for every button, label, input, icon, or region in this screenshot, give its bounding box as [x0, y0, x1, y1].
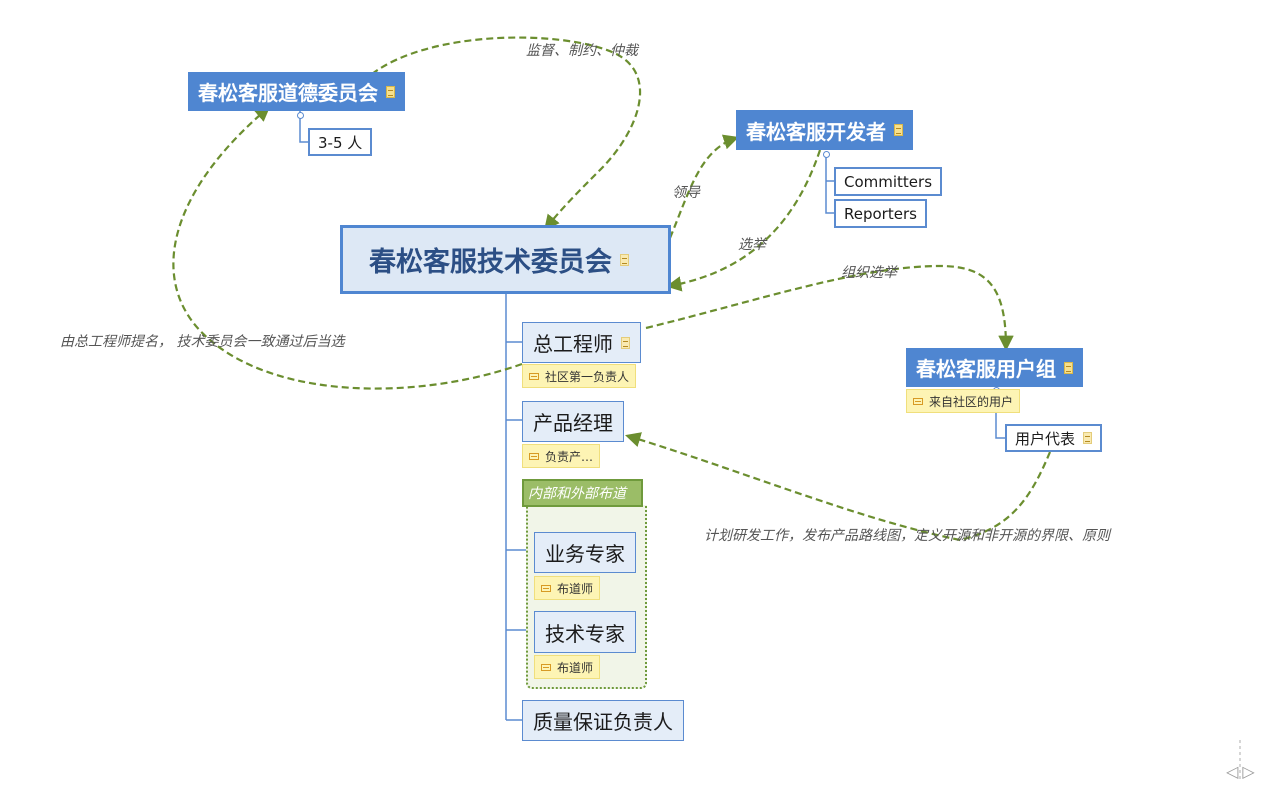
business-expert-node[interactable]: 业务专家: [534, 532, 636, 573]
product-manager-note-text: 负责产…: [545, 449, 594, 464]
tech-expert-label: 技术专家: [545, 621, 625, 646]
relation-label-organize-elect[interactable]: 组织选举: [841, 265, 897, 281]
relation-nominate: [172, 106, 523, 390]
relation-label-supervise[interactable]: 监督、制约、仲裁: [526, 43, 638, 59]
chief-engineer-note-text: 社区第一负责人: [545, 369, 630, 384]
product-manager-label: 产品经理: [533, 411, 613, 435]
relation-curves: [172, 36, 1052, 542]
user-group-note: 来自社区的用户: [906, 389, 1021, 413]
reporters-node[interactable]: Reporters: [834, 199, 927, 228]
developers-label: 春松客服开发者: [746, 119, 886, 144]
nav-next-icon[interactable]: ▷: [1242, 762, 1259, 781]
note-icon: [913, 397, 923, 405]
relation-label-elect[interactable]: 选举: [738, 237, 766, 253]
tree-connectors: [299, 110, 1005, 721]
page-navigation: ◁▷: [1226, 762, 1259, 781]
ethics-committee-label: 春松客服道德委员会: [198, 81, 378, 105]
document-icon[interactable]: [894, 124, 903, 136]
qa-lead-node[interactable]: 质量保证负责人: [522, 700, 684, 741]
user-representative-label: 用户代表: [1015, 429, 1076, 448]
note-icon: [529, 372, 539, 380]
ethics-member-count-label: 3-5 人: [318, 133, 363, 152]
collapse-toggle-developers[interactable]: [823, 151, 830, 158]
product-manager-note: 负责产…: [522, 444, 601, 468]
relation-plan: [625, 432, 1052, 542]
business-expert-label: 业务专家: [545, 542, 625, 566]
root-label: 春松客服技术委员会: [369, 247, 612, 278]
chief-engineer-note: 社区第一负责人: [522, 364, 637, 388]
ethics-committee-node[interactable]: 春松客服道德委员会: [188, 72, 405, 111]
tech-expert-note: 布道师: [534, 655, 601, 679]
note-icon: [529, 452, 539, 460]
qa-lead-label: 质量保证负责人: [533, 710, 673, 734]
relation-label-nominate[interactable]: 由总工程师提名， 技术委员会一致通过后当选: [60, 334, 345, 350]
relation-lead: [668, 134, 739, 239]
developers-node[interactable]: 春松客服开发者: [736, 110, 913, 150]
relation-elect: [665, 149, 822, 292]
document-icon[interactable]: [621, 336, 630, 349]
product-manager-node[interactable]: 产品经理: [522, 401, 624, 442]
relation-organize-elect: [645, 264, 1014, 352]
relation-label-plan[interactable]: 计划研发工作，发布产品路线图，定义开源和非开源的界限、原则: [704, 528, 1110, 544]
business-expert-note-text: 布道师: [557, 581, 594, 596]
user-group-node[interactable]: 春松客服用户组: [906, 348, 1083, 387]
document-icon[interactable]: [1064, 361, 1073, 374]
tech-expert-note-text: 布道师: [557, 660, 594, 675]
tech-expert-node[interactable]: 技术专家: [534, 611, 636, 653]
reporters-label: Reporters: [844, 204, 917, 223]
committers-label: Committers: [844, 172, 933, 191]
document-icon[interactable]: [1083, 432, 1093, 444]
chief-engineer-node[interactable]: 总工程师: [522, 322, 641, 363]
note-icon: [541, 663, 551, 671]
evangelism-group-label[interactable]: 内部和外部布道: [522, 479, 643, 507]
relation-supervise: [371, 36, 642, 231]
ethics-member-count-node[interactable]: 3-5 人: [308, 128, 373, 156]
root-node[interactable]: 春松客服技术委员会: [340, 225, 671, 294]
user-group-note-text: 来自社区的用户: [929, 394, 1014, 409]
business-expert-note: 布道师: [534, 576, 601, 600]
note-icon: [541, 584, 551, 592]
nav-prev-icon[interactable]: ◁: [1226, 762, 1243, 781]
chief-engineer-label: 总工程师: [533, 332, 613, 356]
collapse-toggle-ethics[interactable]: [297, 112, 304, 119]
user-group-label: 春松客服用户组: [916, 357, 1056, 381]
relation-label-lead[interactable]: 领导: [672, 185, 700, 201]
user-representative-node[interactable]: 用户代表: [1005, 424, 1103, 452]
committers-node[interactable]: Committers: [834, 167, 943, 196]
document-icon[interactable]: [620, 253, 629, 266]
document-icon[interactable]: [386, 85, 395, 98]
